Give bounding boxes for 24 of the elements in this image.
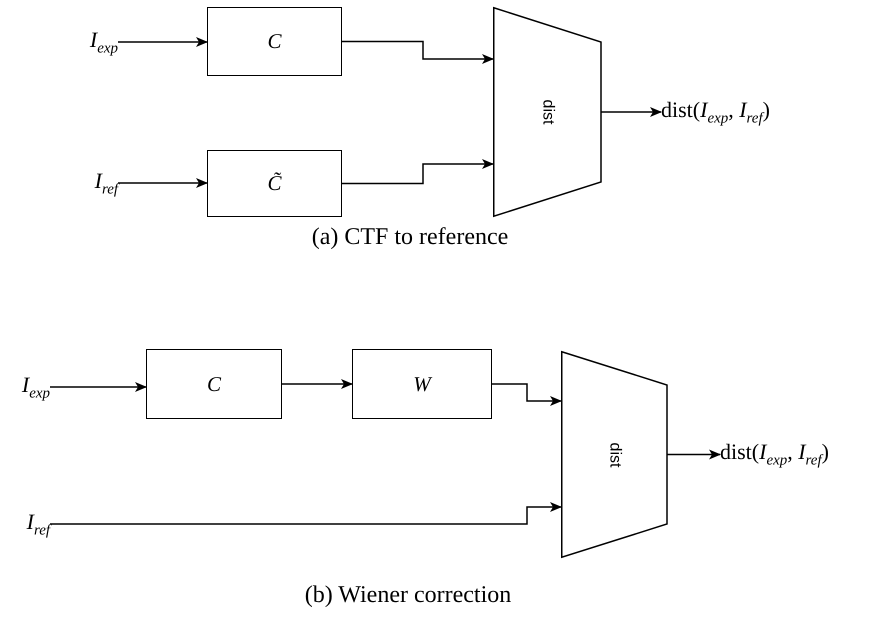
output-label: dist(I$_{exp}$, I$_{ref}$) bbox=[661, 96, 770, 128]
figure-caption: (b) Wiener correction bbox=[304, 582, 512, 609]
input-label: I$_{ref}$ bbox=[26, 508, 50, 540]
arrow bbox=[50, 502, 562, 525]
arrow bbox=[492, 383, 562, 406]
arrow bbox=[282, 379, 353, 389]
arrow bbox=[601, 107, 662, 117]
arrow bbox=[342, 159, 494, 184]
process-box: C bbox=[207, 7, 342, 76]
block-label: dist bbox=[605, 442, 623, 467]
arrow bbox=[667, 450, 721, 460]
arrow bbox=[118, 178, 208, 188]
input-label: I$_{exp}$ bbox=[90, 26, 118, 58]
figure-caption: (a) CTF to reference bbox=[312, 224, 508, 251]
arrow bbox=[342, 40, 494, 64]
arrow bbox=[118, 37, 208, 47]
process-box: C bbox=[146, 349, 282, 419]
process-box: C̃ bbox=[207, 150, 342, 217]
process-box: W bbox=[352, 349, 492, 419]
block-label: dist bbox=[538, 100, 556, 124]
arrow bbox=[50, 382, 147, 392]
output-label: dist(I$_{exp}$, I$_{ref}$) bbox=[720, 438, 829, 470]
input-label: I$_{exp}$ bbox=[22, 372, 50, 402]
input-label: I$_{ref}$ bbox=[94, 168, 118, 198]
